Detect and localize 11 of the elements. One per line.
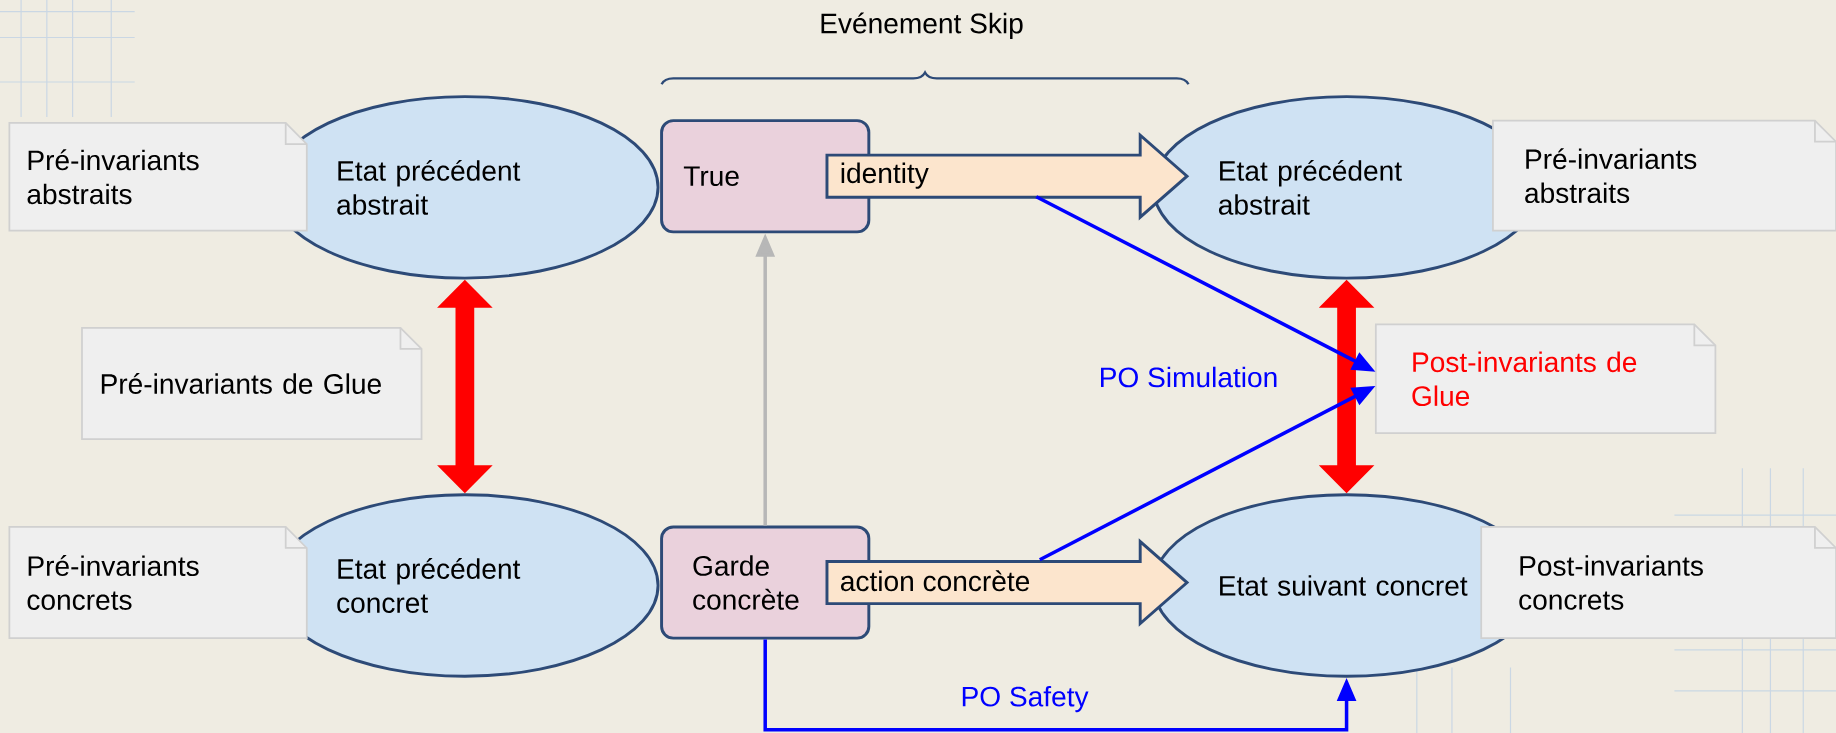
edge-label: PO Simulation [1096,364,1281,390]
note-card: Post-invariants de Glue [1374,323,1717,435]
brace-label: Evénement Skip [821,12,1023,40]
block-arrow [825,538,1190,627]
note-card: Post-invariants concrets [1480,526,1836,640]
block-arrow [825,132,1190,221]
note-card: Pré-invariants concrets [8,526,308,640]
note-card: Pré-invariants abstraits [1492,119,1836,232]
note-card: Pré-invariants de Glue [81,327,423,440]
note-card: Pré-invariants abstraits [8,122,308,232]
edge-label: PO Safety [958,683,1091,715]
